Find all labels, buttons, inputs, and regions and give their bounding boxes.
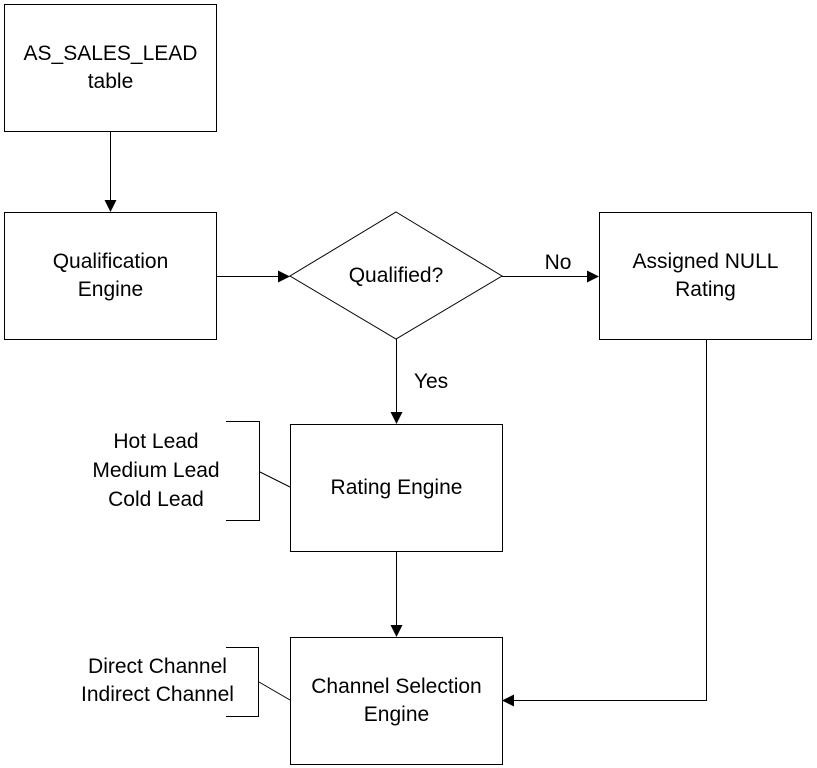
channels-list: Direct Channel Indirect Channel [60,653,255,709]
rating-engine-node: Rating Engine [290,424,503,552]
channels-bracket-connector [258,681,291,701]
qualification-line1: Qualification [52,250,169,273]
channel-indirect: Indirect Channel [81,683,234,706]
yes-label: Yes [413,370,449,393]
ratings-bracket [226,421,260,521]
source-subtitle: table [87,70,134,93]
arrow-null-to-channel [502,339,707,707]
channel-line2: Engine [363,703,430,726]
null-rating-line1: Assigned NULL [632,250,779,273]
source-title: AS_SALES_LEAD [23,42,198,65]
null-rating-line2: Rating [675,278,736,301]
ratings-bracket-connector [259,471,291,488]
rating-cold: Cold Lead [108,488,204,511]
no-label: No [544,251,572,274]
channel-direct: Direct Channel [88,655,227,678]
ratings-list: Hot Lead Medium Lead Cold Lead [66,427,246,514]
channels-bracket [226,647,259,717]
rating-hot: Hot Lead [113,430,199,453]
rating-engine-label: Rating Engine [330,476,463,499]
channel-line1: Channel Selection [311,675,482,698]
rating-medium: Medium Lead [92,459,220,482]
decision-label: Qualified? [348,264,444,287]
null-rating-node: Assigned NULL Rating [599,212,812,340]
qualification-line2: Engine [77,278,144,301]
